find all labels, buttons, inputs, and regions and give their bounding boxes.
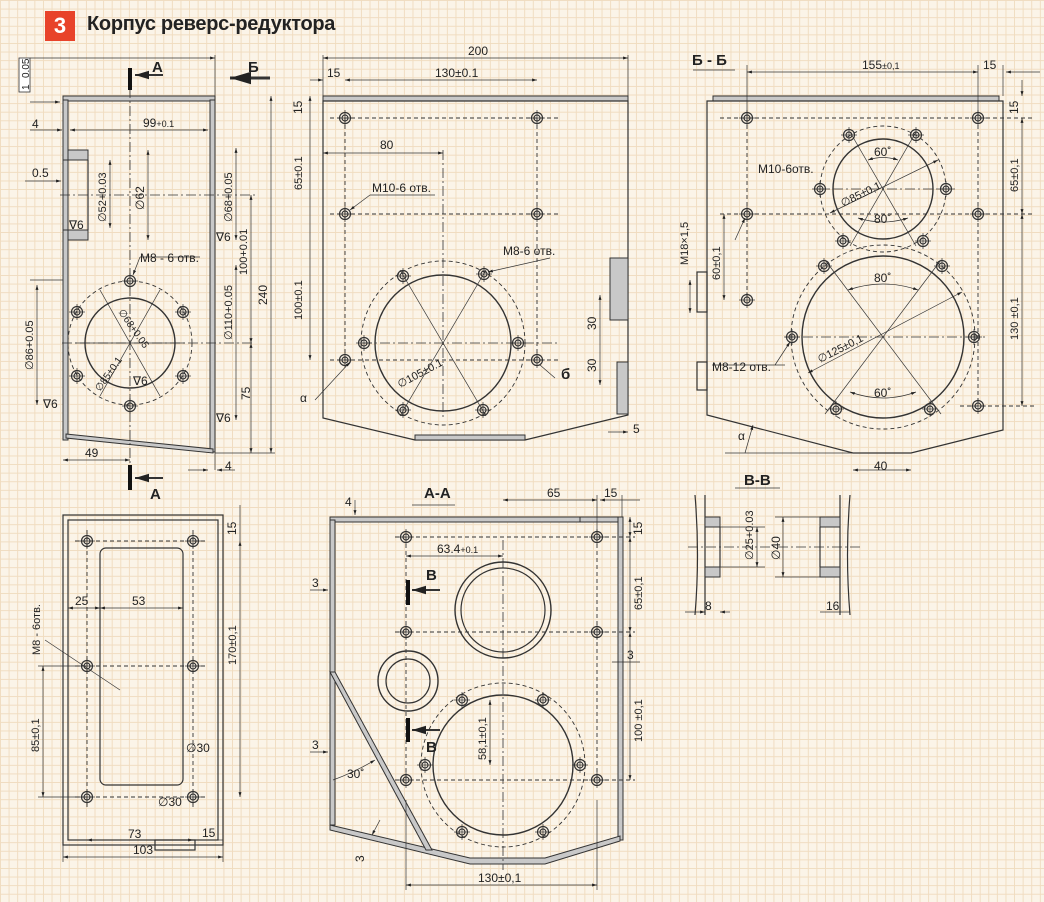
dim-200: 200 [468,44,488,58]
dim-d30-side: ∅30 [186,741,210,755]
dim-30-lower: 30 [585,358,599,372]
dim-16: 16 [826,599,840,613]
section-bb-view: Б - Б 155±0,1 15 15 65±0,1 130 ±0,1 M10-… [679,52,1040,473]
bottom-view: M8 - 6отв. 25 53 170±0,1 85±0,1 ∅30 ∅30 … [30,505,242,862]
dim-75: 75 [239,386,253,400]
section-a-marker-bottom: А [150,486,161,503]
dim-15-vertical: 15 [631,521,645,535]
holes-m8-note: M8 - 6 отв. [140,251,199,265]
dim-d52: ∅52+0.03 [97,172,109,222]
roughness-mark: ∇6 [215,230,231,244]
dim-53: 53 [132,594,146,608]
dim-65-vertical: 65±0,1 [633,576,645,610]
roughness-mark: ∇6 [215,411,231,425]
angle-60-top: 60˚ [874,145,891,159]
section-a-marker-top: А [152,59,163,76]
holes-m8-note: M8-12 отв. [712,360,771,374]
dim-103: 103 [133,843,153,857]
flatness-tolerance-value: 0.05 [21,58,32,78]
dim-65: 65±0.1 [293,156,305,190]
angle-alpha: α [300,391,307,405]
dim-130: 130±0,1 [478,871,522,885]
dim-d86: ∅86+0.05 [24,320,36,370]
roughness-mark: ∇6 [68,218,84,232]
thread-m18: M18×1,5 [679,222,691,265]
dim-d105: ∅105±0.1 [396,357,445,391]
dim-3-bottom: 3 [353,855,367,862]
dim-60: 60±0,1 [711,246,723,280]
dim-15: 15 [202,826,216,840]
dim-d40: ∅40 [769,536,783,560]
dim-4: 4 [345,495,352,509]
dim-65-horizontal: 65 [547,486,561,500]
dim-d62: ∅62 [133,186,147,210]
section-v-marker-top: В [426,567,437,584]
dim-73: 73 [128,827,142,841]
section-vv-view: В-В ∅25+0.03 ∅40 8 16 [685,472,860,616]
dim-100: 100 ±0,1 [633,699,645,742]
dim-100: 100±0.1 [293,280,305,320]
dim-d25: ∅25+0.03 [744,510,756,560]
angle-80-large: 80˚ [874,271,891,285]
dim-63-4: 63.4+0.1 [437,542,478,556]
drawing-title: Корпус реверс-редуктора [87,13,336,35]
roughness-mark: ∇6 [132,374,148,388]
dim-40: 40 [874,459,888,473]
holes-m8-note: M8 - 6отв. [31,604,43,655]
dim-80: 80 [380,138,394,152]
holes-m8-note: M8-6 отв. [503,244,555,258]
section-bb-title: Б - Б [692,52,727,69]
dim-155: 155±0,1 [862,58,899,72]
angle-30: 30˚ [347,767,364,781]
dim-170: 170±0,1 [227,625,239,665]
angle-60-bottom: 60˚ [874,386,891,400]
section-v-marker-bottom: В [426,739,437,756]
dim-99: 99+0.1 [143,116,174,130]
dim-d68-circle: ∅68+0.05 [116,307,151,351]
dim-130: 130 ±0,1 [1009,297,1021,340]
angle-alpha: α [738,429,745,443]
dim-d85: ∅85±0,1 [839,180,883,210]
dim-3-wall-top: 3 [312,576,319,590]
dim-15-vertical: 15 [225,521,239,535]
dim-0-5: 0.5 [32,166,49,180]
dim-15: 15 [327,66,341,80]
side-view: 200 15 130±0.1 15 80 65±0.1 100±0.1 M10-… [291,44,640,441]
section-b-marker: Б [248,59,259,76]
dim-4-bottom: 4 [225,459,232,473]
dim-3-right: 3 [627,648,634,662]
holes-m10-note: M10-6 отв. [372,181,431,195]
dim-85: 85±0,1 [30,718,42,752]
main-view: 1 0.05 А А Б 4 99+0.1 0.5 ∅52+0.03 ∅62 ∅… [18,55,275,503]
dim-4-wall: 4 [32,117,39,131]
dim-d30-bottom: ∅30 [158,795,182,809]
dim-15-top: 15 [983,58,997,72]
section-aa-view: А-А 4 65 15 15 63.4+0.1 3 3 3 3 В В 65±0… [310,485,645,890]
mark-b: б [561,366,570,383]
dim-100: 100+0.01 [238,229,250,275]
dim-15-vertical: 15 [291,100,305,114]
holes-m10-note: M10-6отв. [758,162,814,176]
dim-5: 5 [633,422,640,436]
dim-d68: ∅68+0.05 [223,172,235,222]
dim-240: 240 [256,285,270,305]
dim-30-upper: 30 [585,316,599,330]
dim-130: 130±0.1 [435,66,479,80]
dim-8: 8 [705,599,712,613]
dim-15-vertical: 15 [1007,100,1021,114]
angle-80-small: 80˚ [874,212,891,226]
dim-49: 49 [85,446,99,460]
dim-25: 25 [75,594,89,608]
dim-3-wall-mid: 3 [312,738,319,752]
dim-15: 15 [604,486,618,500]
dim-58-1: 58,1±0,1 [477,717,489,760]
section-aa-title: А-А [424,485,451,502]
dim-d110: ∅110+0.05 [223,285,235,340]
figure-number-badge: 3 [45,11,75,41]
dim-d125: ∅125±0,1 [816,333,865,366]
dim-65: 65±0,1 [1009,158,1021,192]
flatness-tolerance-label: 1 [21,84,32,90]
roughness-mark: ∇6 [42,397,58,411]
section-vv-title: В-В [744,472,771,489]
